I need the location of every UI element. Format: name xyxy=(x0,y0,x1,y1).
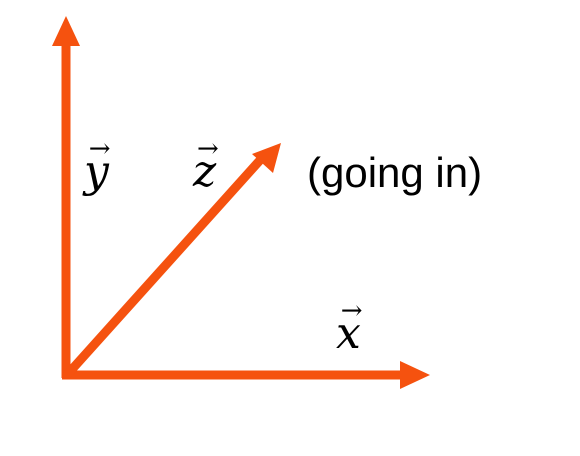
z-axis-arrowhead xyxy=(252,143,281,173)
x-vector-accent: → xyxy=(340,296,363,326)
x-vector-label: x → xyxy=(336,298,363,356)
z-vector-symbol: z xyxy=(193,146,217,197)
x-vector-symbol: x xyxy=(336,308,361,359)
z-vector-accent: → xyxy=(196,134,219,164)
z-axis-shaft xyxy=(62,154,266,380)
y-vector-accent: → xyxy=(88,134,111,164)
x-axis-arrowhead xyxy=(400,361,430,389)
z-direction-note: (going in) xyxy=(307,149,483,196)
y-vector-symbol: y xyxy=(84,146,109,197)
z-vector-label: z → xyxy=(193,136,219,194)
y-vector-label: y → xyxy=(84,136,111,194)
y-axis-arrowhead xyxy=(52,16,80,46)
